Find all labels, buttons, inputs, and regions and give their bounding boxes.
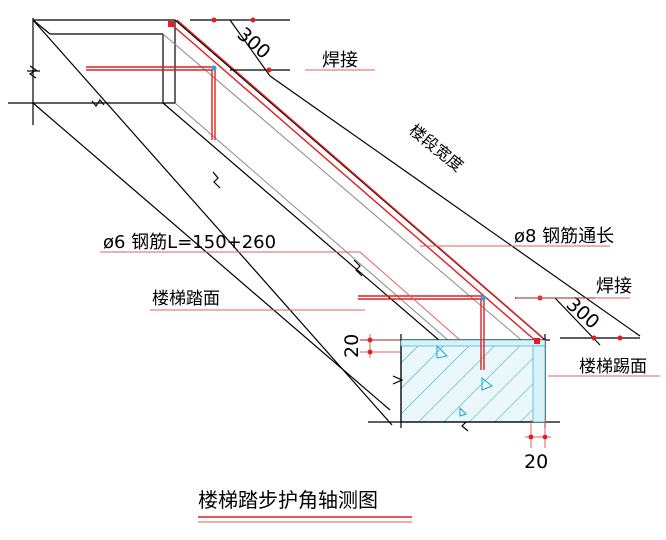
dimension-20-left: 20 — [341, 334, 400, 358]
dim-300-top-label: 300 — [233, 23, 275, 63]
lower-step-block — [360, 334, 560, 428]
dim-20-left-label: 20 — [341, 334, 363, 358]
rebar-lines — [86, 19, 544, 370]
riser-label: 楼梯踢面 — [579, 357, 647, 377]
dimension-300-bottom: 300 — [515, 293, 640, 346]
stair-width-label: 楼段宽度 — [405, 120, 467, 175]
rebar-phi6-label: ø6 钢筋L=150+260 — [103, 232, 276, 253]
weld-top-label: 焊接 — [322, 50, 358, 71]
upper-step-block — [8, 18, 176, 125]
rebar-phi8-label: ø8 钢筋通长 — [514, 226, 614, 247]
dimension-20-bottom: 20 — [524, 420, 551, 473]
tread-label: 楼梯踏面 — [152, 289, 220, 309]
leader-lines — [100, 69, 660, 377]
dim-300-bottom-label: 300 — [562, 293, 604, 333]
title-text: 楼梯踏步护角轴测图 — [198, 488, 378, 512]
dim-20-bottom-label: 20 — [524, 451, 548, 473]
weld-bottom-label: 焊接 — [596, 276, 632, 297]
diagram-title: 楼梯踏步护角轴测图 — [198, 488, 412, 523]
stair-width-dimension: 楼段宽度 — [269, 75, 641, 337]
